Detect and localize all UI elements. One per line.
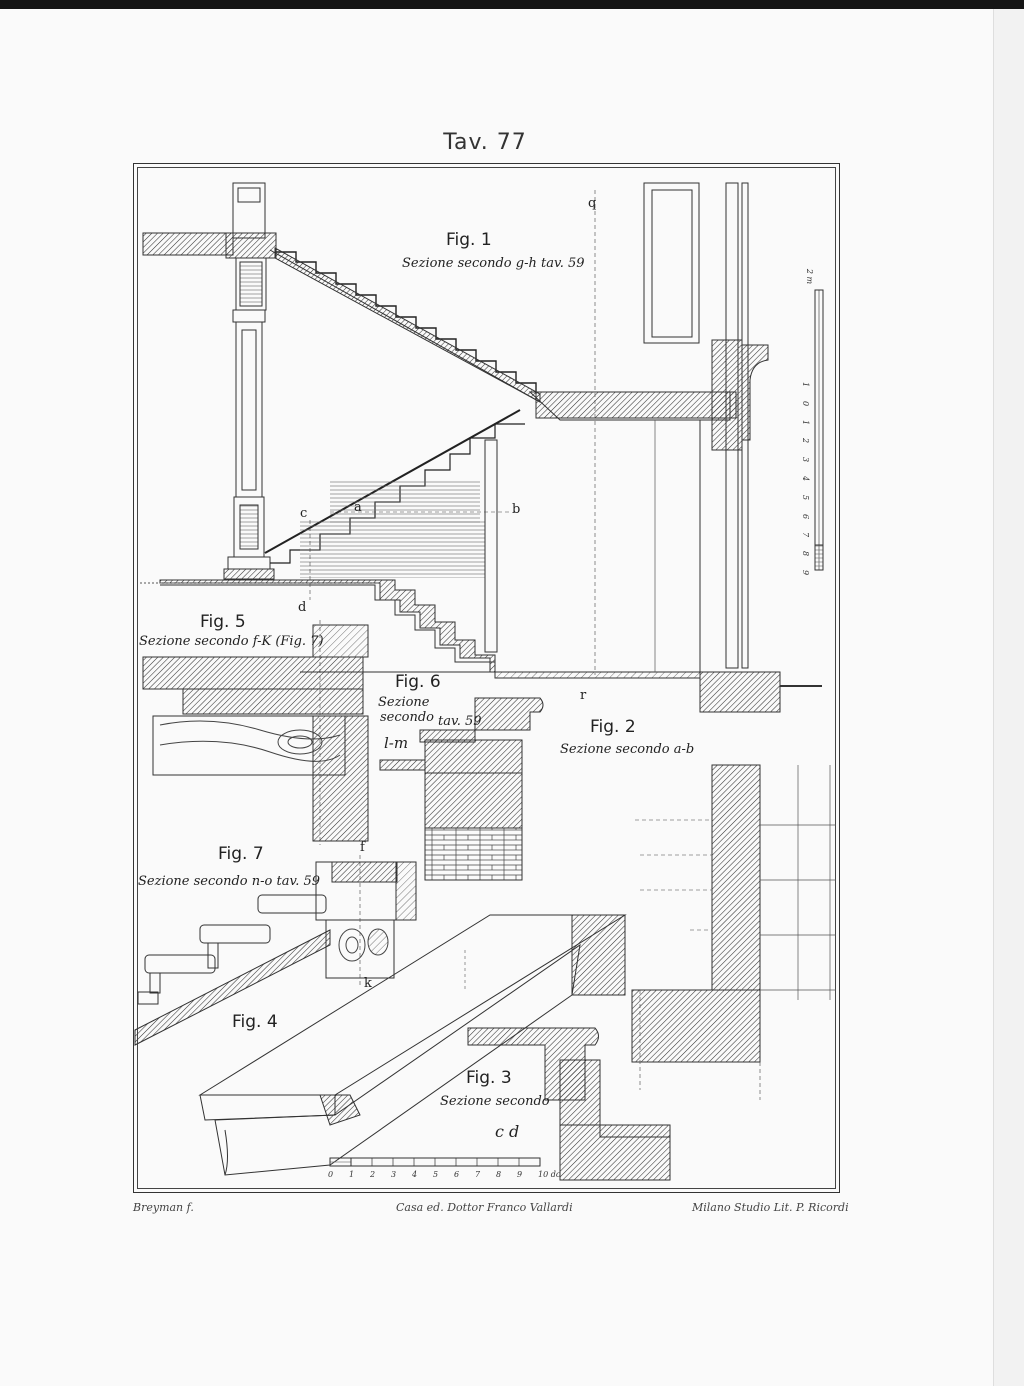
- fig4-label: Fig. 4: [232, 1012, 278, 1032]
- fig1-landing-slab: [535, 391, 737, 419]
- vertical-scale-tick: 1: [801, 419, 811, 425]
- section-letter-k: k: [364, 976, 372, 991]
- fig7-caption: Sezione secondo n-o tav. 59: [138, 874, 321, 889]
- vertical-scale-tick: 0: [801, 400, 811, 406]
- credit-left: Breyman f.: [133, 1201, 194, 1214]
- section-letter-d: d: [298, 600, 307, 615]
- horizontal-scale-tick: 10 dc: [538, 1170, 561, 1179]
- scan-page-edge: [993, 9, 1024, 1386]
- fig6-caption-line-3: tav. 59: [438, 714, 482, 729]
- section-letter-r: r: [580, 688, 587, 703]
- vertical-scale-tick: 8: [801, 551, 811, 557]
- fig6-label: Fig. 6: [395, 672, 441, 692]
- horizontal-scale-tick: 6: [454, 1170, 460, 1179]
- fig3-caption-sub: c d: [495, 1122, 520, 1141]
- vertical-scale-tick: 1: [801, 381, 811, 388]
- fig5-label: Fig. 5: [200, 612, 246, 632]
- fig6-section: [379, 697, 544, 881]
- fig4-stair-stringer-isometric: [198, 914, 627, 1176]
- horizontal-scale-tick: 8: [496, 1170, 502, 1179]
- horizontal-scale-bar: [329, 1157, 541, 1167]
- vertical-scale-unit: 2 m: [805, 268, 815, 285]
- section-letter-f: f: [360, 840, 365, 855]
- fig1-column-shaft: [235, 321, 263, 498]
- section-letter-q: q: [588, 196, 597, 211]
- fig2-label: Fig. 2: [590, 717, 636, 737]
- plate-title: Tav. 77: [443, 130, 527, 155]
- plate-frame: [133, 163, 840, 1193]
- horizontal-scale-tick: 4: [412, 1170, 418, 1179]
- horizontal-scale-tick: 2: [370, 1170, 376, 1179]
- plate-inner-frame: [137, 167, 836, 1189]
- section-letter-c: c: [300, 506, 308, 521]
- fig3-caption: Sezione secondo: [440, 1094, 550, 1109]
- horizontal-scale-tick: 3: [391, 1170, 397, 1179]
- vertical-scale-tick: 3: [801, 457, 811, 463]
- credit-right: Milano Studio Lit. P. Ricordi: [692, 1201, 849, 1214]
- fig6-caption-line-2: secondo: [380, 710, 434, 725]
- fig1-stringer: [484, 439, 498, 653]
- fig5-caption: Sezione secondo f-K (Fig. 7): [139, 634, 324, 649]
- credit-center: Casa ed. Dottor Franco Vallardi: [396, 1201, 573, 1214]
- horizontal-scale-tick: 9: [517, 1170, 523, 1179]
- fig1-landing-beam-left: [142, 232, 234, 256]
- fig3-label: Fig. 3: [466, 1068, 512, 1088]
- fig3-section: [467, 1027, 671, 1181]
- vertical-scale-tick: 4: [801, 475, 811, 482]
- fig1-wall-panel: [643, 182, 700, 344]
- vertical-scale-tick: 6: [801, 513, 811, 519]
- fig1-upper-flight-steps: [275, 251, 537, 394]
- section-letter-b: b: [512, 502, 521, 517]
- vertical-scale-tick: 2: [801, 438, 811, 444]
- fig1-foundation: [699, 671, 781, 713]
- fig2-section: [631, 764, 836, 1100]
- section-letter-a: a: [354, 500, 362, 515]
- fig7-section: [134, 855, 417, 1046]
- vertical-scale-tick: 9: [801, 569, 811, 576]
- horizontal-scale-tick: 5: [433, 1170, 439, 1179]
- fig6-caption-line-1: Sezione: [378, 695, 430, 710]
- fig1-caption: Sezione secondo g-h tav. 59: [402, 256, 585, 271]
- fig5-section: [142, 620, 369, 845]
- horizontal-scale-tick: 1: [349, 1170, 355, 1179]
- vertical-scale-tick: 7: [801, 532, 811, 538]
- fig6-caption-line-4: l-m: [384, 734, 409, 752]
- vertical-scale-tick: 5: [801, 494, 811, 500]
- vertical-scale-bar: [814, 289, 824, 571]
- fig1-label: Fig. 1: [446, 230, 492, 250]
- horizontal-scale-tick: 0: [328, 1170, 334, 1179]
- fig2-caption: Sezione secondo a-b: [560, 742, 695, 757]
- fig7-label: Fig. 7: [218, 844, 264, 864]
- fig1-stair-section: [140, 182, 822, 713]
- horizontal-scale-tick: 7: [475, 1170, 481, 1179]
- scan-top-border: [0, 0, 1024, 9]
